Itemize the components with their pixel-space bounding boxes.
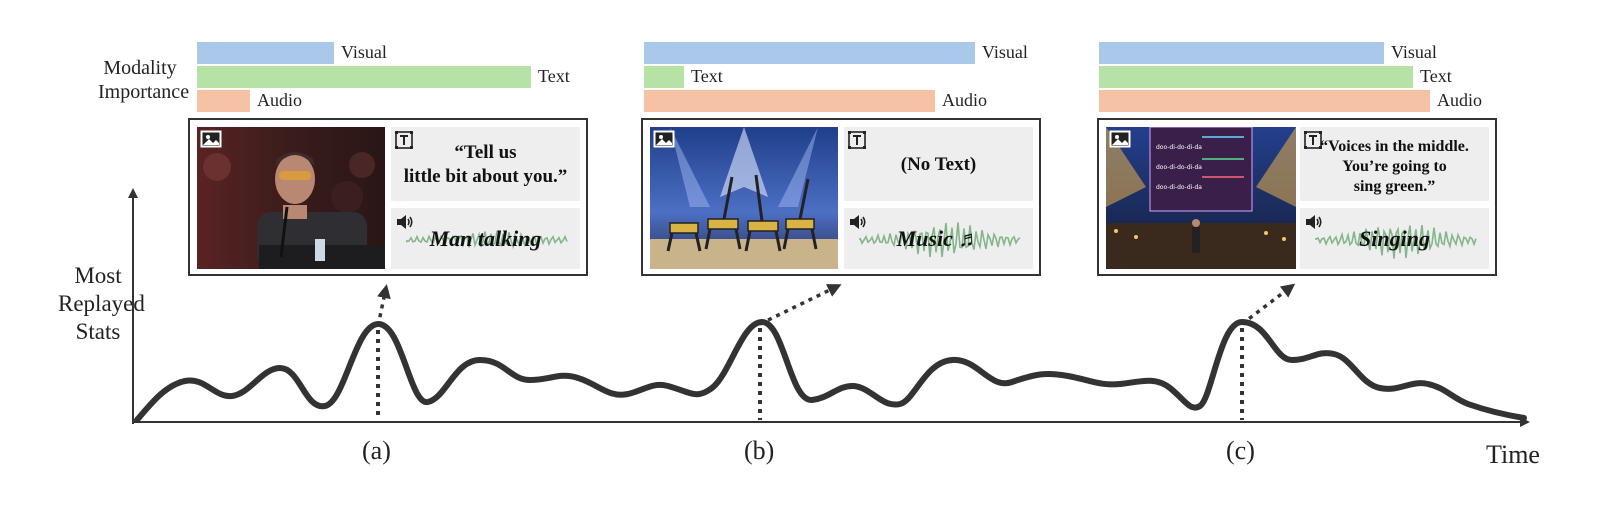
text-quote-line: “Tell us bbox=[454, 142, 517, 163]
man-at-judges-desk-image bbox=[197, 127, 387, 269]
moment-label-a: (a) bbox=[362, 436, 391, 465]
importance-bar-audio-a bbox=[197, 90, 250, 112]
speaker-icon bbox=[395, 213, 415, 236]
speaker-icon bbox=[1304, 213, 1324, 236]
robot-dogs-on-stage-image bbox=[650, 127, 840, 269]
text-panel: “Voices in the middle. You’re going to sin… bbox=[1300, 127, 1489, 201]
audio-panel: Man talking bbox=[391, 208, 580, 269]
text-icon bbox=[1304, 131, 1322, 154]
pointer-arrow-a bbox=[376, 284, 391, 327]
y-axis-label-line-1: Most bbox=[74, 263, 122, 288]
svg-text:doo-di-do-di-da: doo-di-do-di-da bbox=[1156, 184, 1202, 191]
importance-bar-text-a bbox=[197, 66, 531, 88]
most-replayed-curve bbox=[134, 319, 1527, 423]
audio-panel: Music ♬ bbox=[844, 208, 1033, 269]
text-panel: (No Text) bbox=[844, 127, 1033, 201]
speaker-icon bbox=[848, 213, 868, 236]
audio-label: Man talking bbox=[429, 226, 542, 251]
importance-bar-label-text-b: Text bbox=[691, 66, 723, 86]
stage-with-lyrics-screen-image: doo-di-do-di-da doo-di-do-di-da doo-di-do-… bbox=[1106, 127, 1296, 269]
text-panel: “Tell us little bit about you.” bbox=[391, 127, 580, 201]
svg-text:doo-di-do-di-da: doo-di-do-di-da bbox=[1156, 144, 1202, 151]
text-quote-line: You’re going to bbox=[1342, 158, 1447, 175]
image-icon bbox=[653, 130, 675, 153]
text-quote: “Tell us little bit about you.” bbox=[391, 141, 580, 189]
moment-pointers bbox=[376, 283, 1296, 420]
moment-label-b: (b) bbox=[744, 436, 775, 465]
importance-bar-label-text-a: Text bbox=[538, 66, 570, 86]
text-icon bbox=[395, 131, 413, 154]
audio-panel: Singing bbox=[1300, 208, 1489, 269]
moment-label-c: (c) bbox=[1226, 436, 1255, 465]
text-quote-line: little bit about you.” bbox=[403, 166, 568, 187]
importance-bar-visual-c bbox=[1099, 42, 1384, 64]
text-quote-line: “Voices in the middle. bbox=[1320, 138, 1469, 155]
importance-bar-text-c bbox=[1099, 66, 1413, 88]
y-axis-label-line-2: Replayed bbox=[58, 291, 145, 316]
image-icon bbox=[1109, 130, 1131, 153]
importance-bar-label-visual-b: Visual bbox=[982, 42, 1028, 62]
moment-panel-c: doo-di-do-di-da doo-di-do-di-da doo-di-do-… bbox=[1097, 118, 1497, 276]
modality-label-line-2: Importance bbox=[98, 81, 190, 103]
text-quote: “Voices in the middle. You’re going to sin… bbox=[1300, 137, 1489, 197]
moment-panel-a: “Tell us little bit about you.” Man talkin… bbox=[188, 118, 588, 276]
modality-importance-label: Modality Importance bbox=[98, 56, 190, 104]
importance-bar-label-visual-a: Visual bbox=[341, 42, 387, 62]
text-quote-line: (No Text) bbox=[900, 154, 977, 175]
pointer-arrow-c bbox=[1240, 283, 1296, 326]
pointer-arrow-b bbox=[759, 284, 842, 326]
text-quote: (No Text) bbox=[844, 153, 1033, 177]
importance-bar-label-audio-b: Audio bbox=[942, 90, 987, 110]
importance-bar-label-audio-c: Audio bbox=[1437, 90, 1482, 110]
moment-panel-b: (No Text) Music ♬ bbox=[641, 118, 1041, 276]
modality-label-line-1: Modality bbox=[103, 57, 177, 79]
text-icon bbox=[848, 131, 866, 154]
importance-bar-label-visual-c: Visual bbox=[1391, 42, 1437, 62]
audio-label: Music ♬ bbox=[896, 226, 981, 251]
svg-text:doo-di-do-di-da: doo-di-do-di-da bbox=[1156, 164, 1202, 171]
importance-bar-visual-a bbox=[197, 42, 334, 64]
audio-label: Singing bbox=[1359, 226, 1430, 251]
text-quote-line: sing green.” bbox=[1353, 178, 1436, 195]
importance-bar-text-b bbox=[644, 66, 684, 88]
y-axis-label-line-3: Stats bbox=[75, 319, 121, 344]
importance-bar-label-text-c: Text bbox=[1420, 66, 1452, 86]
y-axis-label: Most Replayed Stats bbox=[58, 262, 145, 346]
importance-bar-label-audio-a: Audio bbox=[257, 90, 302, 110]
importance-bar-visual-b bbox=[644, 42, 975, 64]
image-icon bbox=[200, 130, 222, 153]
x-axis-label: Time bbox=[1486, 440, 1540, 469]
importance-bar-audio-b bbox=[644, 90, 935, 112]
importance-bar-audio-c bbox=[1099, 90, 1430, 112]
